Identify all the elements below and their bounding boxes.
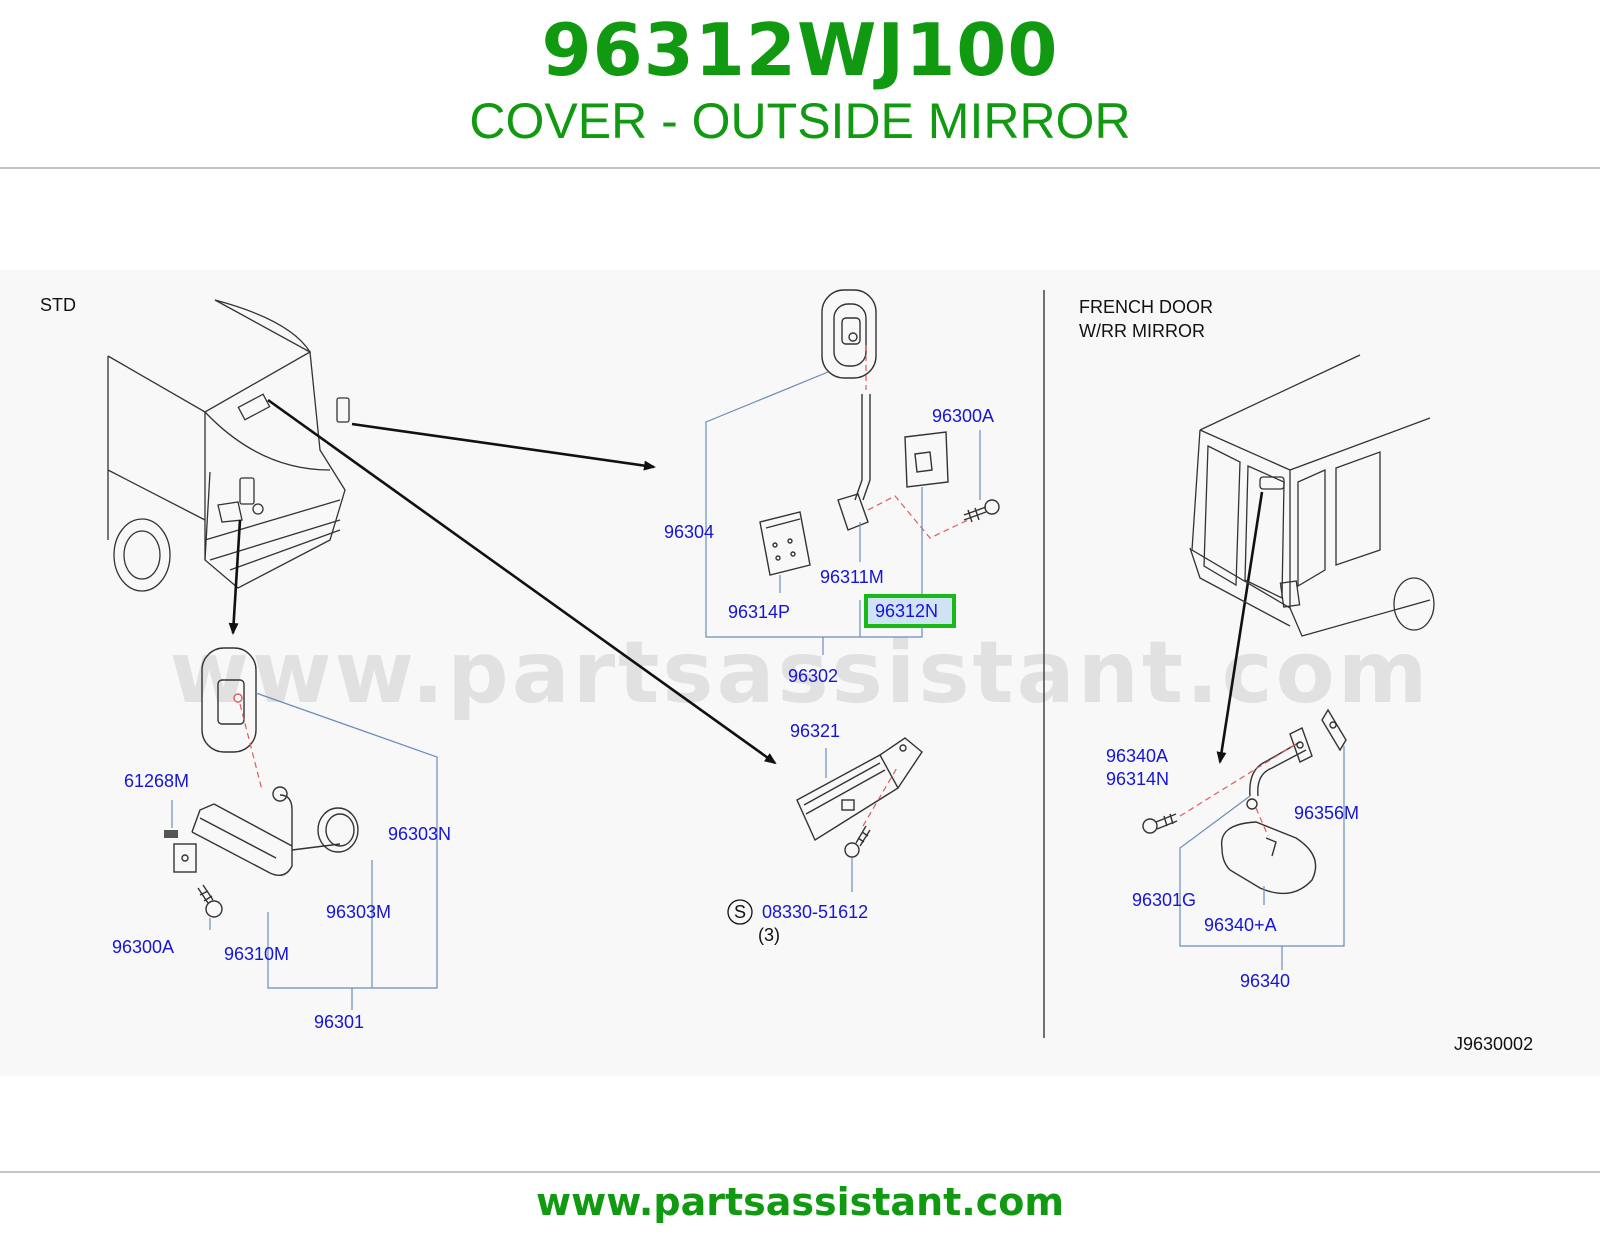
bottom-divider — [0, 1171, 1600, 1173]
section-label-french-door: FRENCH DOOR — [1079, 297, 1213, 317]
label-08330-qty: (3) — [758, 925, 780, 945]
diagram-panel — [0, 270, 1600, 1076]
screw-08330 — [844, 825, 871, 858]
label-96300A-top[interactable]: 96300A — [932, 406, 994, 426]
van-rear-illustration — [1189, 354, 1435, 637]
mirror-head-bottom — [201, 647, 257, 753]
label-96303M[interactable]: 96303M — [326, 902, 391, 922]
label-61268M[interactable]: 61268M — [124, 771, 189, 791]
label-96321[interactable]: 96321 — [790, 721, 840, 741]
label-96356M[interactable]: 96356M — [1294, 803, 1359, 823]
label-96340-plus-A[interactable]: 96340+A — [1204, 915, 1277, 935]
round-mirror-96303M — [317, 807, 359, 853]
label-96314N[interactable]: 96314N — [1106, 769, 1169, 789]
mirror-frame-96310M — [191, 786, 341, 876]
label-96311M[interactable]: 96311M — [820, 567, 884, 587]
mirror-base-96321 — [796, 737, 923, 842]
label-96300A-bottom[interactable]: 96300A — [112, 937, 174, 957]
label-96340[interactable]: 96340 — [1240, 971, 1290, 991]
label-96314P[interactable]: 96314P — [728, 602, 790, 622]
leader-lines-rear — [1179, 746, 1345, 970]
dashed-guide-bottom — [239, 703, 263, 791]
bolt-96300A-bottom — [197, 884, 223, 918]
label-96302[interactable]: 96302 — [788, 666, 838, 686]
highlight-box-96312N[interactable] — [864, 594, 956, 628]
header: 96312WJ100 COVER - OUTSIDE MIRROR — [0, 0, 1600, 168]
label-96312N[interactable]: 96312N — [875, 601, 938, 621]
label-96304[interactable]: 96304 — [664, 522, 714, 542]
bolt-96300A-top — [963, 499, 1000, 523]
mirror-stay-top — [837, 394, 871, 531]
label-96303N[interactable]: 96303N — [388, 824, 451, 844]
footer-url[interactable]: www.partsassistant.com — [536, 1180, 1064, 1224]
dashed-guides-rear — [1179, 743, 1297, 837]
part-number-title: 96312WJ100 — [541, 8, 1059, 92]
bracket-96314P — [759, 511, 811, 576]
mirror-stay-96301G — [1246, 727, 1313, 810]
label-96310M[interactable]: 96310M — [224, 944, 289, 964]
standard-part-symbol — [727, 899, 753, 925]
label-96340A[interactable]: 96340A — [1106, 746, 1168, 766]
watermark-text: www.partsassistant.com — [170, 623, 1431, 723]
dashed-guide-mid — [862, 765, 899, 827]
section-label-std: STD — [40, 295, 76, 315]
section-label-rr-mirror: W/RR MIRROR — [1079, 321, 1205, 341]
bracket-61268M — [173, 843, 197, 873]
pad-61268M — [164, 830, 178, 838]
top-divider — [0, 167, 1600, 169]
dashed-guides-top — [865, 345, 969, 539]
diagram-code: J9630002 — [1454, 1034, 1533, 1054]
bolt-96314N — [1142, 813, 1178, 834]
label-96301G[interactable]: 96301G — [1132, 890, 1196, 910]
bracket-96356M — [1321, 708, 1347, 752]
label-08330-51612[interactable]: 08330-51612 — [762, 902, 868, 922]
van-front-illustration — [107, 299, 350, 592]
leader-lines-top — [705, 371, 981, 655]
rear-mirror-96340A — [1220, 821, 1317, 895]
mirror-head-top — [821, 289, 877, 379]
cover-plate-96312N — [904, 431, 949, 488]
callout-arrows — [228, 398, 1264, 765]
label-standard-symbol: S — [734, 902, 746, 922]
label-96301[interactable]: 96301 — [314, 1012, 364, 1032]
part-name-subtitle: COVER - OUTSIDE MIRROR — [469, 93, 1131, 149]
leader-lines-bottom — [171, 692, 438, 1010]
leader-lines-mid — [825, 748, 853, 892]
